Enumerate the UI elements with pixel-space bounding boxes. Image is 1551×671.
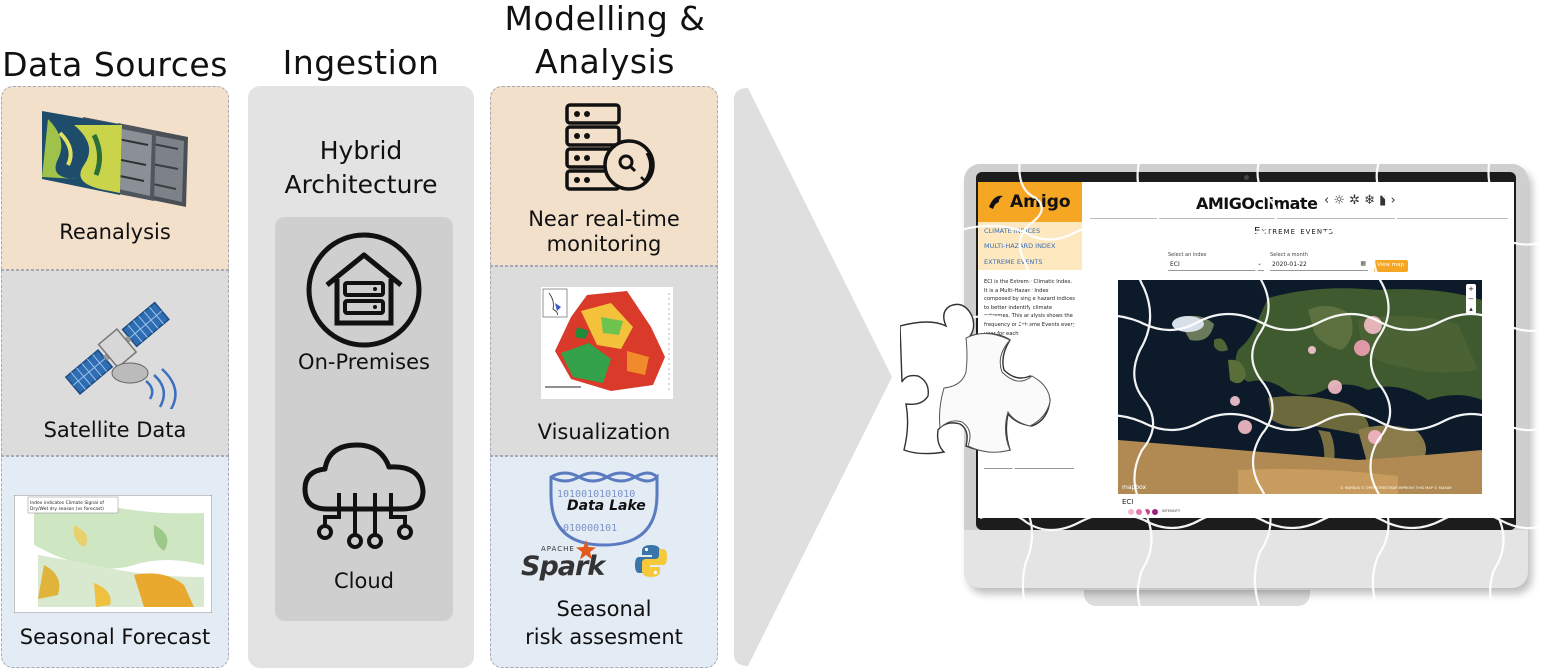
cloud-label: Cloud xyxy=(334,569,394,593)
select-index-label: Select an index xyxy=(1168,252,1207,258)
view-map-label: View map xyxy=(1377,262,1405,268)
spark-star-icon xyxy=(576,540,596,560)
data-lake-icon: 1010010101010 010000101 xyxy=(549,471,659,547)
forecast-map-thumbnail: Index indicates Climate Signal of Dry/We… xyxy=(14,495,212,613)
ingestion-panel: Hybrid Architecture On-Premises Cloud xyxy=(248,86,474,668)
spark-logo-label: Spark xyxy=(521,551,605,582)
server-monitoring-icon xyxy=(565,103,655,191)
forecast-legend-line1: Index indicates Climate Signal of xyxy=(30,500,104,506)
sidebar-menu xyxy=(978,222,1082,270)
reanalysis-maps-icon xyxy=(42,111,188,207)
page-heading: Extreme events xyxy=(1254,226,1334,237)
map-marker[interactable] xyxy=(1308,346,1316,354)
visualization-map-thumbnail xyxy=(541,287,673,399)
europe-satellite-map xyxy=(1118,280,1482,494)
sidebar-item-climate-indices[interactable]: CLIMATE INDICES xyxy=(984,227,1041,235)
seasonal-risk-card: 1010010101010 010000101 Data Lake APACHE… xyxy=(490,456,718,668)
calendar-icon: ▦ xyxy=(1360,260,1366,267)
satellite-icon xyxy=(64,301,177,409)
architecture-label: Architecture xyxy=(284,170,438,199)
data-lake-label: Data Lake xyxy=(567,498,646,514)
app-logo[interactable]: Amigo xyxy=(978,182,1082,222)
reanalysis-label: Reanalysis xyxy=(59,220,171,244)
map-marker[interactable] xyxy=(1354,340,1370,356)
map-marker[interactable] xyxy=(1230,396,1240,406)
data-sources-title: Data Sources xyxy=(2,45,228,84)
header-icons[interactable]: ‹ ☼ ✲ ❄ ▮ › xyxy=(1324,193,1396,208)
near-real-time-card: Near real-time monitoring xyxy=(490,86,718,266)
seasonal-risk-label-line1: Seasonal xyxy=(556,597,652,621)
hybrid-label: Hybrid xyxy=(319,136,403,165)
on-premises-server-house-icon xyxy=(306,232,422,348)
monitor-camera xyxy=(1244,175,1249,180)
on-premises-label: On-Premises xyxy=(298,350,430,374)
cloud-icon xyxy=(302,442,426,549)
map-view[interactable]: +−▴ mapbox © MAPBOX © OPENSTREETMAP IMPR… xyxy=(1118,280,1482,494)
sidebar-item-extreme-events[interactable]: EXTREME EVENTS xyxy=(984,258,1043,266)
visualization-card: Visualization xyxy=(490,266,718,456)
view-map-button[interactable]: View map xyxy=(1374,260,1408,272)
select-date-label: Select a month xyxy=(1270,252,1308,258)
header-divider xyxy=(1090,218,1510,219)
puzzle-grid-overlay xyxy=(900,157,1548,620)
big-chevron-arrow xyxy=(733,88,892,666)
app-title: AMIGOclimate xyxy=(1196,194,1318,213)
monitor-screen: Amigo CLIMATE INDICES MULTI-HAZARD INDEX… xyxy=(978,182,1514,518)
hybrid-inner-panel: On-Premises Cloud xyxy=(275,217,453,621)
detached-puzzle-piece xyxy=(900,303,1051,455)
svg-text:010000101: 010000101 xyxy=(563,523,617,534)
bird-logo-icon xyxy=(989,195,1003,209)
map-zoom-control[interactable]: +−▴ xyxy=(1466,284,1476,314)
svg-text:1010010101010: 1010010101010 xyxy=(557,489,635,500)
apache-label: APACHE xyxy=(541,545,575,553)
seasonal-forecast-card: Index indicates Climate Signal of Dry/We… xyxy=(1,456,229,668)
sidebar-divider xyxy=(984,468,1074,469)
select-date-value: 2020-01-22 xyxy=(1272,261,1307,268)
map-marker[interactable] xyxy=(1328,380,1342,394)
near-real-time-label-line2: monitoring xyxy=(546,232,662,256)
select-index-dropdown[interactable]: ECI ⌄ xyxy=(1168,260,1264,271)
seasonal-forecast-label: Seasonal Forecast xyxy=(19,625,211,649)
map-marker[interactable] xyxy=(1238,420,1252,434)
visualization-label: Visualization xyxy=(537,420,671,444)
select-date-input[interactable]: 2020-01-22 ▦ xyxy=(1270,260,1368,271)
forecast-legend-line2: Dry/Wet dry season (vs forecast) xyxy=(30,506,104,512)
satellite-card: Satellite Data xyxy=(1,270,229,456)
select-index-value: ECI xyxy=(1170,261,1180,268)
intensity-label: INTENSITY xyxy=(1162,509,1181,513)
reanalysis-card: Reanalysis xyxy=(1,86,229,270)
modelling-title-line2: Analysis xyxy=(535,42,675,81)
near-real-time-label-line1: Near real-time xyxy=(528,207,680,231)
seasonal-risk-label-line2: risk assesment xyxy=(525,625,683,649)
monitor-chin xyxy=(964,530,1528,588)
sidebar-description: ECI is the Extreme Climatic Index. It is… xyxy=(984,279,1076,337)
mapbox-label: mapbox xyxy=(1122,484,1147,491)
map-attribution: © MAPBOX © OPENSTREETMAP IMPROVE THIS MA… xyxy=(1340,486,1452,490)
intensity-legend-dots xyxy=(1128,509,1168,515)
chevron-down-icon: ⌄ xyxy=(1256,260,1262,267)
ingestion-title: Ingestion xyxy=(282,43,440,82)
python-logo-icon xyxy=(635,545,667,577)
monitor-stand-base xyxy=(1084,590,1310,606)
satellite-label: Satellite Data xyxy=(43,418,187,442)
map-legend-label: ECI xyxy=(1122,498,1134,506)
modelling-title-line1: Modelling & xyxy=(504,0,706,38)
